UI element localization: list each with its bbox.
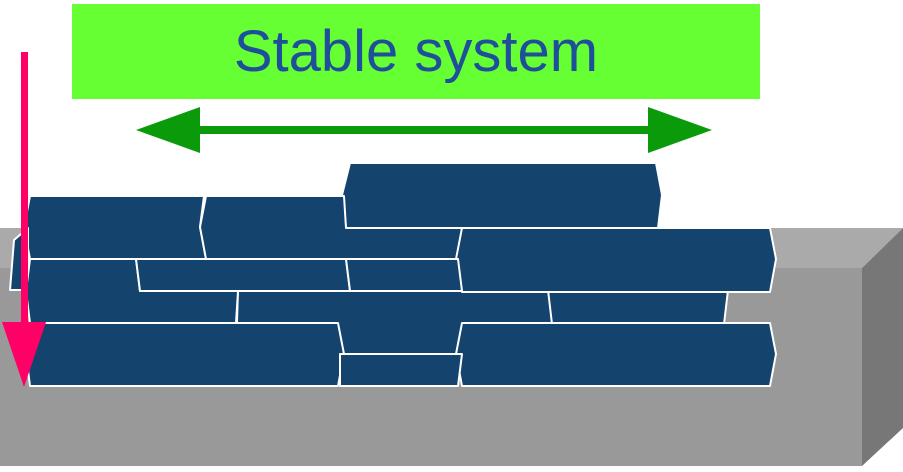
ground-side-face — [862, 228, 903, 466]
stone — [135, 258, 351, 292]
stone — [25, 322, 345, 387]
stone — [547, 289, 729, 325]
down-arrow-icon — [2, 52, 46, 387]
stone — [455, 227, 777, 293]
double-headed-arrow-icon — [136, 107, 712, 153]
stone — [341, 162, 663, 229]
stone — [345, 258, 463, 292]
stone — [455, 322, 777, 387]
title-banner: Stable system — [72, 4, 760, 99]
stone-wall — [9, 162, 777, 387]
diagram-title: Stable system — [233, 18, 599, 84]
stone — [23, 195, 207, 260]
stone — [339, 353, 463, 387]
